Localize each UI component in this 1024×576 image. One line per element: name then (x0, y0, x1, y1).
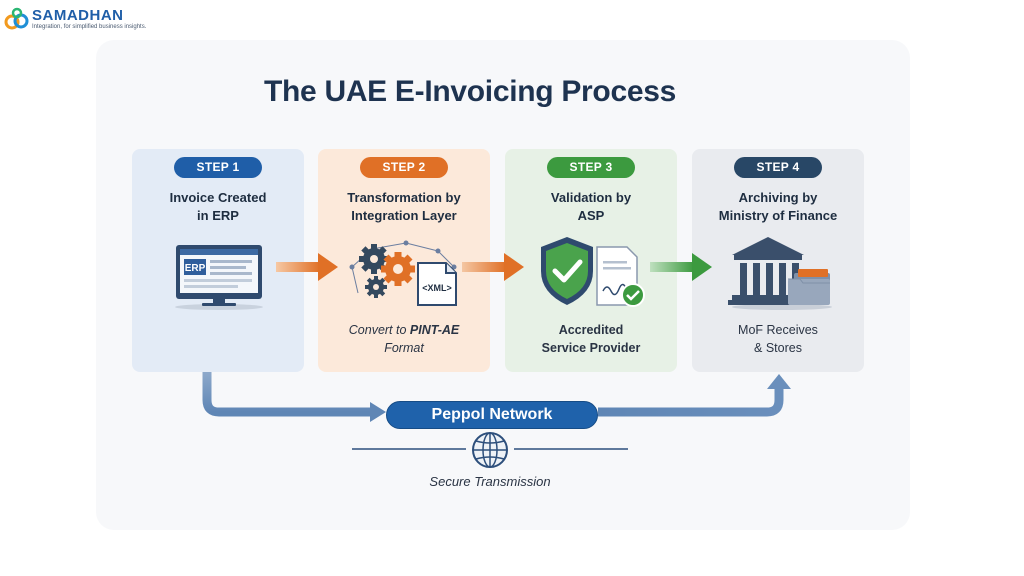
step-3-badge: STEP 3 (547, 157, 635, 178)
arrow-step-3-to-4 (650, 253, 712, 281)
step-1-badge: STEP 1 (174, 157, 262, 178)
government-building-folder-icon (728, 237, 832, 310)
step-2-description-prefix: Convert to (348, 323, 410, 337)
step-4-description: MoF Receives& Stores (738, 323, 818, 355)
logo-tagline: Integration, for simplified business ins… (32, 24, 147, 30)
arrow-step-1-to-2 (276, 253, 338, 281)
step-2-description-format: PINT-AE (409, 323, 460, 337)
samadhan-logo: SAMADHAN Integration, for simplified bus… (4, 4, 164, 34)
peppol-network-label: Peppol Network (386, 401, 598, 429)
erp-icon-text: ERP (185, 263, 206, 274)
step-2-badge: STEP 2 (360, 157, 448, 178)
shield-check-document-icon (541, 237, 645, 307)
samadhan-logo-icon (4, 7, 29, 30)
arrow-step-2-to-3 (462, 253, 524, 281)
computer-erp-icon: ERP (175, 245, 263, 310)
diagram-title: The UAE E-Invoicing Process (263, 75, 676, 108)
logo-name: SAMADHAN (32, 7, 124, 24)
gears-xml-icon: <XML> (349, 240, 457, 306)
globe-icon (472, 432, 508, 468)
step-2-description: Convert to PINT-AE Format (322, 321, 486, 357)
secure-transmission-caption: Secure Transmission (429, 474, 551, 489)
xml-icon-text: <XML> (422, 283, 452, 293)
step-2-description-suffix: Format (384, 341, 424, 355)
step-4-badge: STEP 4 (734, 157, 822, 178)
